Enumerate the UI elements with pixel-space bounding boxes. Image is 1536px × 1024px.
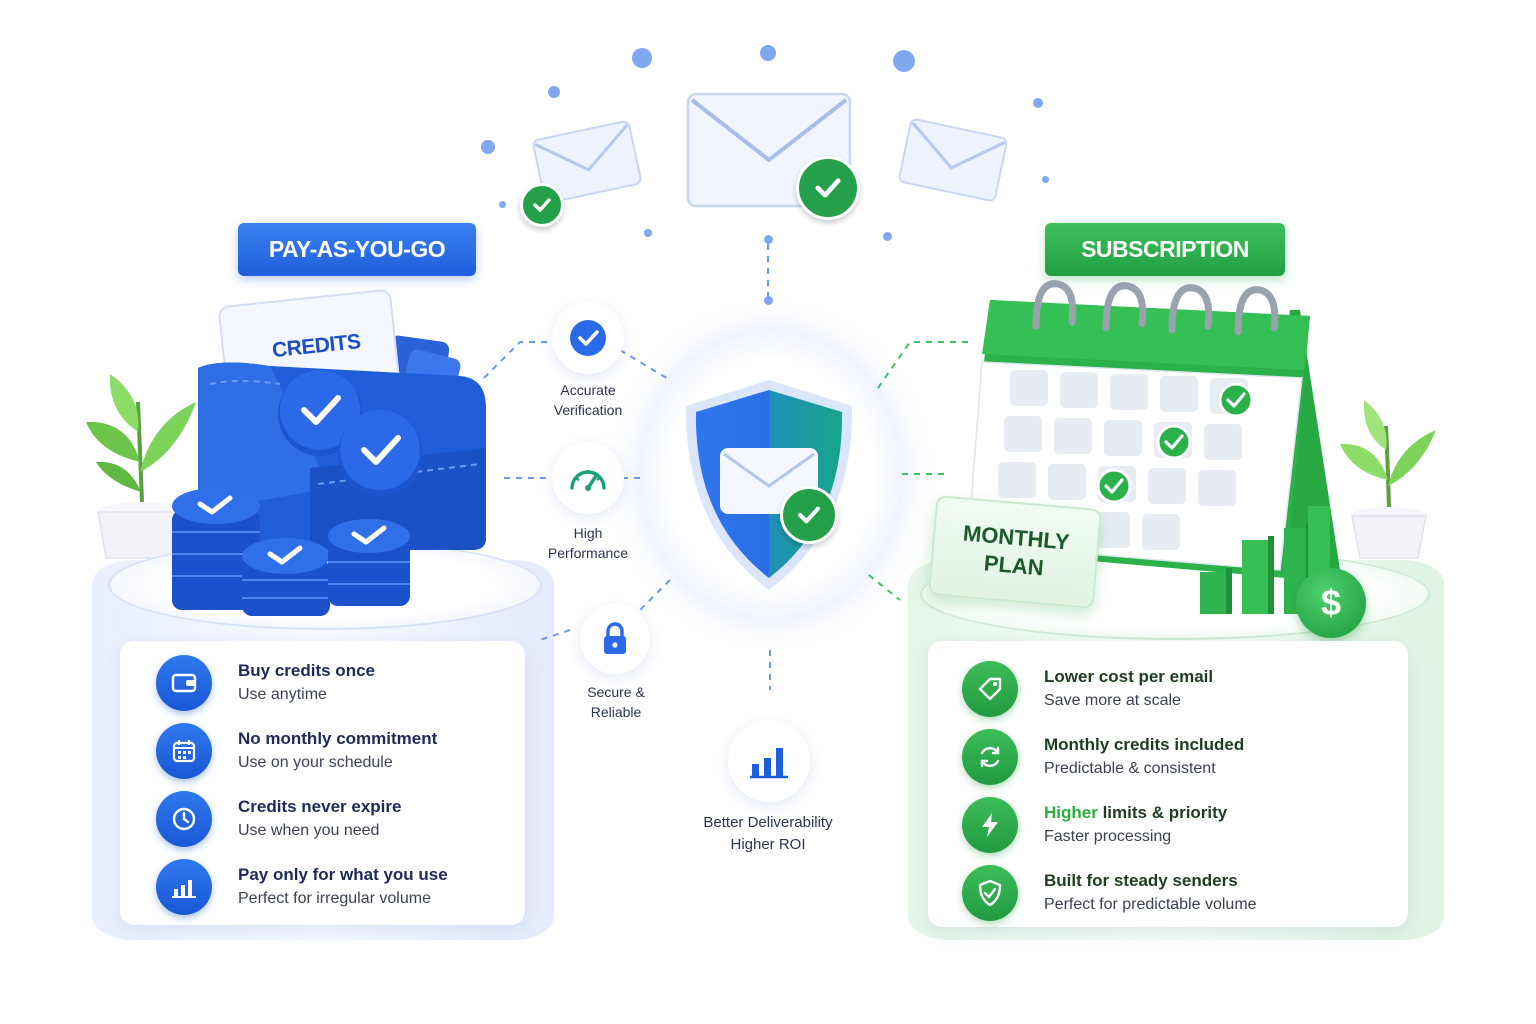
secure-reliable-label: Secure & Reliable [556,682,676,722]
plan-label-line: MONTHLY [962,520,1071,555]
pay-as-you-go-pill: PAY-AS-YOU-GO [238,223,476,276]
feature-subtitle: Use on your schedule [238,754,393,771]
plant-icon [86,374,196,559]
label-line: Verification [553,402,623,418]
feature-item: Lower cost per email Save more at scale [962,661,1213,717]
shield-check-icon [962,865,1018,921]
feature-title: Higher limits & priority [1044,801,1227,825]
pay-as-you-go-features-card: Buy credits once Use anytime No monthly … [120,641,525,925]
secure-reliable-badge [580,604,650,674]
feature-item: Built for steady senders Perfect for pre… [962,865,1257,921]
feature-title: Credits never expire [238,797,402,816]
feature-item: Pay only for what you use Perfect for ir… [156,859,448,915]
bar-chart-icon [156,859,212,915]
feature-item: Higher limits & priority Faster processi… [962,797,1227,853]
decor-dot [764,235,773,244]
clock-icon [156,791,212,847]
subscription-features-card: Lower cost per email Save more at scale … [928,641,1408,927]
subscription-pill: SUBSCRIPTION [1045,223,1285,276]
high-performance-badge [552,442,624,514]
feature-subtitle: Save more at scale [1044,692,1181,709]
decor-dot [644,229,652,237]
check-badge [796,156,860,220]
decor-dot [548,86,560,98]
title-rest: limits & priority [1097,803,1228,822]
feature-title: Pay only for what you use [238,865,448,884]
label-line: Higher ROI [730,836,806,853]
feature-subtitle: Perfect for predictable volume [1044,896,1257,913]
accurate-verification-label: Accurate Verification [528,380,648,420]
label-line: Reliable [590,704,642,720]
feature-title: Buy credits once [238,661,375,680]
accurate-verification-badge [552,302,624,374]
decor-dot [760,45,776,61]
calendar-icon [156,723,212,779]
feature-item: Buy credits once Use anytime [156,655,375,711]
decor-dot [1033,98,1043,108]
connector-lines [483,341,970,690]
envelope-icon [532,120,642,204]
label-line: Performance [547,545,629,561]
wallet-illustration [198,289,486,550]
feature-subtitle: Perfect for irregular volume [238,890,431,907]
feature-subtitle: Predictable & consistent [1044,760,1216,777]
feature-title: Built for steady senders [1044,871,1238,890]
wallet-icon [156,655,212,711]
label-line: Secure & [587,684,645,700]
high-performance-label: High Performance [528,523,648,563]
plant-icon [1340,400,1436,559]
decor-dot [764,296,773,305]
decor-dot [893,50,915,72]
shield-icon [685,380,853,590]
feature-title: Lower cost per email [1044,667,1214,686]
check-badge [780,486,838,544]
connector-line [767,244,769,300]
decor-dot [883,232,892,241]
title-highlight: Higher [1044,803,1098,822]
feature-item: No monthly commitment Use on your schedu… [156,723,437,779]
lightning-icon [962,797,1018,853]
label-line: Accurate [560,382,616,398]
label-line: Better Deliverability [703,814,833,831]
label-line: High [573,525,603,541]
refresh-icon [962,729,1018,785]
feature-subtitle: Use when you need [238,822,380,839]
check-badge [520,183,564,227]
coin-stack-icon [172,488,410,616]
decor-dot [1042,176,1049,183]
feature-item: Credits never expire Use when you need [156,791,401,847]
feature-subtitle: Faster processing [1044,828,1172,845]
decor-dot [481,140,495,154]
decor-dot [499,201,506,208]
decor-dot [632,48,652,68]
feature-subtitle: Use anytime [238,686,327,703]
better-deliverability-label: Better Deliverability Higher ROI [668,812,868,856]
feature-title: Monthly credits included [1044,735,1245,754]
plan-label-line: PLAN [982,550,1045,581]
feature-title: No monthly commitment [238,729,438,748]
envelope-icon [898,118,1008,202]
price-tag-icon [962,661,1018,717]
better-deliverability-badge [728,720,810,802]
monthly-plan-tag: MONTHLY PLAN [927,494,1103,610]
dollar-coin-icon: $ [1296,568,1366,638]
feature-item: Monthly credits included Predictable & c… [962,729,1244,785]
